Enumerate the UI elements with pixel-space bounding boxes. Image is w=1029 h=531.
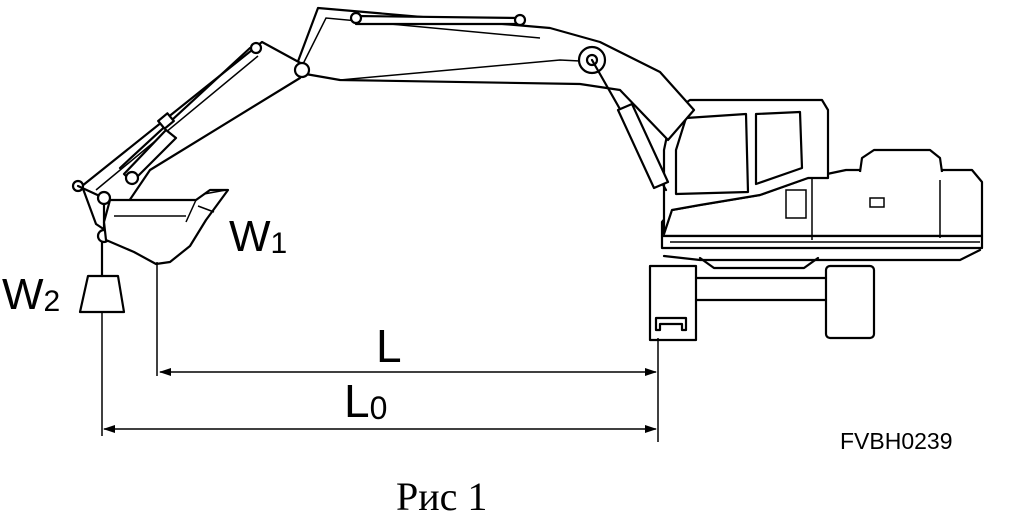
arm-boom-pin: [293, 61, 311, 79]
arm-body: [80, 40, 308, 234]
label-w1: W1: [229, 212, 287, 261]
boom-cylinder: [616, 102, 670, 190]
rear-track-frame: [824, 264, 876, 340]
label-l: L: [376, 320, 402, 372]
arm-cylinder: [354, 14, 522, 26]
figure-code: FVBH0239: [840, 428, 953, 454]
cab-side-window: [754, 110, 804, 186]
load-weight: [78, 240, 126, 314]
side-vent: [869, 197, 885, 208]
label-l0: L0: [344, 375, 387, 427]
engine-hood: [858, 148, 944, 173]
label-w2: W2: [2, 270, 60, 319]
bucket-body: [102, 188, 230, 266]
dimensions: [101, 262, 659, 442]
boom: [292, 6, 696, 192]
arm: [71, 40, 311, 234]
load-block: [78, 274, 126, 314]
cab-door-window: [785, 189, 807, 219]
figure-caption: Рис 1: [396, 474, 487, 519]
link-pin-upper: [96, 190, 112, 206]
bucket: [102, 188, 230, 266]
cab-front-window: [674, 112, 750, 196]
upper-structure: [660, 98, 984, 262]
slewing-ring: [698, 256, 820, 270]
track-shoe: [654, 316, 688, 332]
undercarriage: [648, 256, 876, 342]
